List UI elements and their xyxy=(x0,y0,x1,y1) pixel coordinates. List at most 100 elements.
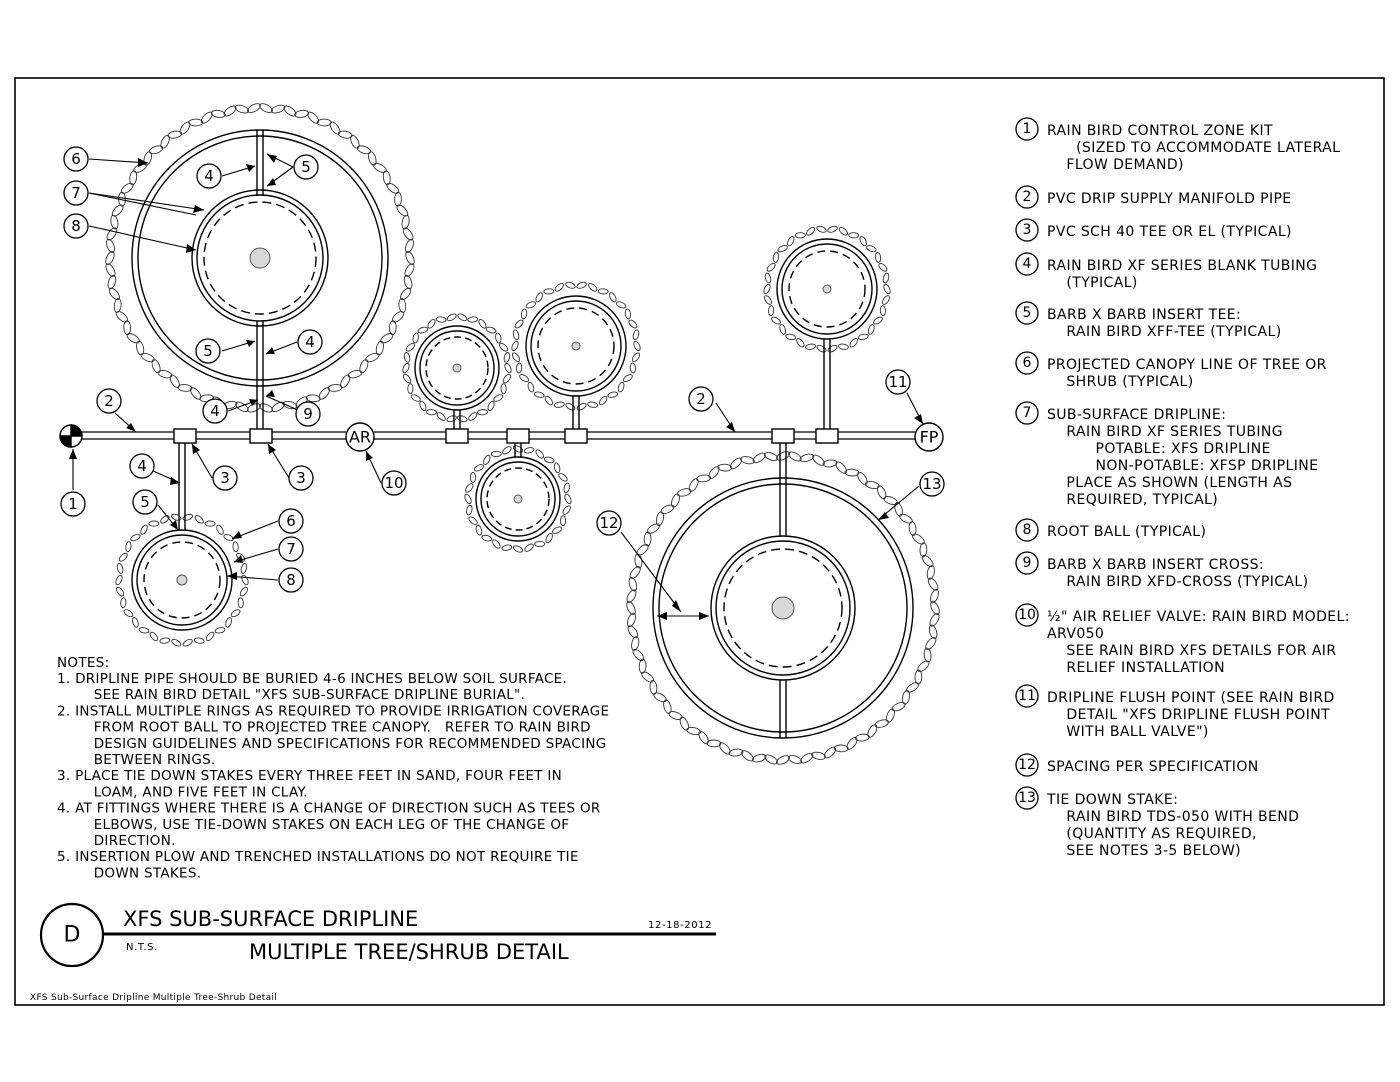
pvc-tee xyxy=(506,428,530,444)
callout-bubble-13: 13 xyxy=(919,471,945,497)
callout-number: 2 xyxy=(696,390,706,408)
legend-text: PROJECTED CANOPY LINE OF TREE OR xyxy=(1047,357,1327,373)
callout-bubble-8: 8 xyxy=(63,213,89,239)
legend-number: 7 xyxy=(1023,405,1032,421)
callout-number: 2 xyxy=(104,392,114,410)
note-line: 4. AT FITTINGS WHERE THERE IS A CHANGE O… xyxy=(57,801,601,817)
callout-bubble-7: 7 xyxy=(63,180,89,206)
legend-text: RAIN BIRD CONTROL ZONE KIT xyxy=(1047,123,1273,139)
callout-bubble-2: 2 xyxy=(96,388,122,414)
legend-text: ROOT BALL (TYPICAL) xyxy=(1047,524,1206,540)
callout-number: 6 xyxy=(71,150,81,168)
pvc-tee xyxy=(173,428,197,444)
legend-number: 4 xyxy=(1023,256,1032,272)
callout-number: 5 xyxy=(140,493,150,511)
callout-number: 8 xyxy=(71,217,81,235)
callout-number: 4 xyxy=(137,457,147,475)
root-balls xyxy=(176,247,832,620)
tree-b xyxy=(131,441,233,631)
legend-text: RAIN BIRD XFF-TEE (TYPICAL) xyxy=(1047,324,1282,340)
legend: 1 RAIN BIRD CONTROL ZONE KIT (SIZED TO AC… xyxy=(1015,117,1349,859)
note-line: SEE RAIN BIRD DETAIL "XFS SUB-SURFACE DR… xyxy=(57,687,525,703)
legend-text: RAIN BIRD XF SERIES BLANK TUBING xyxy=(1047,258,1317,274)
root-ball xyxy=(176,574,188,586)
callout-bubble-10: 10 xyxy=(381,470,407,496)
callout-number: 1 xyxy=(68,495,78,513)
callout-number: 3 xyxy=(220,469,230,487)
legend-text: BARB X BARB INSERT CROSS: xyxy=(1047,557,1264,573)
callout-number: 7 xyxy=(286,540,296,558)
callout-number: 7 xyxy=(71,184,81,202)
legend-text: (SIZED TO ACCOMMODATE LATERAL xyxy=(1047,140,1340,156)
callout-bubble-3: 3 xyxy=(212,465,238,491)
callout-bubble-2: 2 xyxy=(688,386,714,412)
legend-number: 12 xyxy=(1018,757,1036,773)
note-line: FROM ROOT BALL TO PROJECTED TREE CANOPY.… xyxy=(57,720,591,736)
title-block: D XFS SUB-SURFACE DRIPLINE 12-18-2012 N.… xyxy=(39,902,716,968)
tree-e xyxy=(475,441,561,542)
canopy-ring xyxy=(511,281,641,411)
air-relief-valve: AR xyxy=(345,422,375,452)
note-line: LOAM, AND FIVE FEET IN CLAY. xyxy=(57,784,308,800)
callout-number: 10 xyxy=(384,474,403,492)
legend-item-1: 1 RAIN BIRD CONTROL ZONE KIT (SIZED TO AC… xyxy=(1015,117,1340,173)
callout-bubble-4: 4 xyxy=(196,163,222,189)
legend-text: SPACING PER SPECIFICATION xyxy=(1047,759,1259,775)
root-ball xyxy=(822,284,832,294)
root-ball xyxy=(513,494,523,504)
notes: NOTES: 1. DRIPLINE PIPE SHOULD BE BURIED… xyxy=(57,655,609,881)
callout-number: 11 xyxy=(888,373,907,391)
ar-label: AR xyxy=(349,428,371,447)
pvc-tees xyxy=(173,428,839,444)
legend-text: NON-POTABLE: XFSP DRIPLINE xyxy=(1047,458,1318,474)
root-ball xyxy=(771,596,795,620)
callout-bubble-5: 5 xyxy=(195,338,221,364)
note-line: DESIGN GUIDELINES AND SPECIFICATIONS FOR… xyxy=(57,736,607,752)
callout-number: 9 xyxy=(303,405,313,423)
pvc-tee xyxy=(564,428,588,444)
tree-a xyxy=(131,129,389,430)
callout-number: 3 xyxy=(296,469,306,487)
callout-bubble-5: 5 xyxy=(132,489,158,515)
legend-number: 1 xyxy=(1023,121,1032,137)
legend-number: 3 xyxy=(1023,222,1032,238)
pvc-tee xyxy=(249,428,273,444)
detail-date: 12-18-2012 xyxy=(648,920,712,931)
canopy-ring xyxy=(464,445,572,553)
legend-text: RAIN BIRD XFD-CROSS (TYPICAL) xyxy=(1047,574,1308,590)
callout-bubble-9: 9 xyxy=(295,401,321,427)
callout-number: 8 xyxy=(286,571,296,589)
callout-number: 5 xyxy=(301,158,311,176)
canopy-ring xyxy=(763,225,891,353)
flush-point: FP xyxy=(914,422,944,452)
detail-title: XFS SUB-SURFACE DRIPLINE xyxy=(123,907,418,931)
legend-number: 10 xyxy=(1018,607,1036,623)
callout-bubble-4: 4 xyxy=(297,329,323,355)
legend-text: POTABLE: XFS DRIPLINE xyxy=(1047,441,1271,457)
canopy-ring xyxy=(105,103,415,413)
note-line: 2. INSTALL MULTIPLE RINGS AS REQUIRED TO… xyxy=(57,703,609,719)
callout-number: 13 xyxy=(922,475,941,493)
legend-text: RAIN BIRD XF SERIES TUBING xyxy=(1047,424,1283,440)
irrigation-layout xyxy=(80,129,915,739)
canopy-lines xyxy=(105,103,940,765)
canopy-ring xyxy=(626,451,940,765)
detail-scale: N.T.S. xyxy=(126,942,158,953)
legend-text: (TYPICAL) xyxy=(1047,275,1138,291)
root-ball xyxy=(571,341,581,351)
callout-number: 5 xyxy=(203,342,213,360)
callout-number: 4 xyxy=(204,167,214,185)
pvc-tee xyxy=(771,428,795,444)
legend-number: 11 xyxy=(1018,688,1036,704)
legend-text: REQUIRED, TYPICAL) xyxy=(1047,492,1218,508)
callout-bubble-6: 6 xyxy=(278,508,304,534)
footer-caption: XFS Sub-Surface Dripline Multiple Tree-S… xyxy=(30,993,277,1003)
legend-text: SUB-SURFACE DRIPLINE: xyxy=(1047,407,1226,423)
legend-text: RAIN BIRD TDS-050 WITH BEND xyxy=(1047,809,1299,825)
